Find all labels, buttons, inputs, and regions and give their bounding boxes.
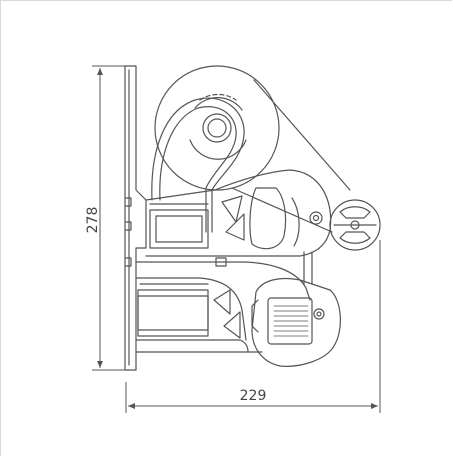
lower-motor: [251, 277, 341, 367]
drive-belt: [231, 79, 351, 233]
upper-bracket: [145, 169, 332, 267]
upper-motor-box: [149, 203, 209, 249]
pulley: [329, 199, 381, 251]
lower-bracket: [135, 251, 313, 353]
height-label: 278: [85, 207, 101, 234]
width-dimension: [125, 240, 381, 413]
lower-gearbox: [137, 283, 209, 337]
height-dimension: [92, 65, 128, 371]
back-plate: [124, 65, 147, 371]
cable-loop: [151, 97, 245, 233]
motor-fins: [273, 305, 309, 337]
width-label: 229: [240, 388, 267, 404]
